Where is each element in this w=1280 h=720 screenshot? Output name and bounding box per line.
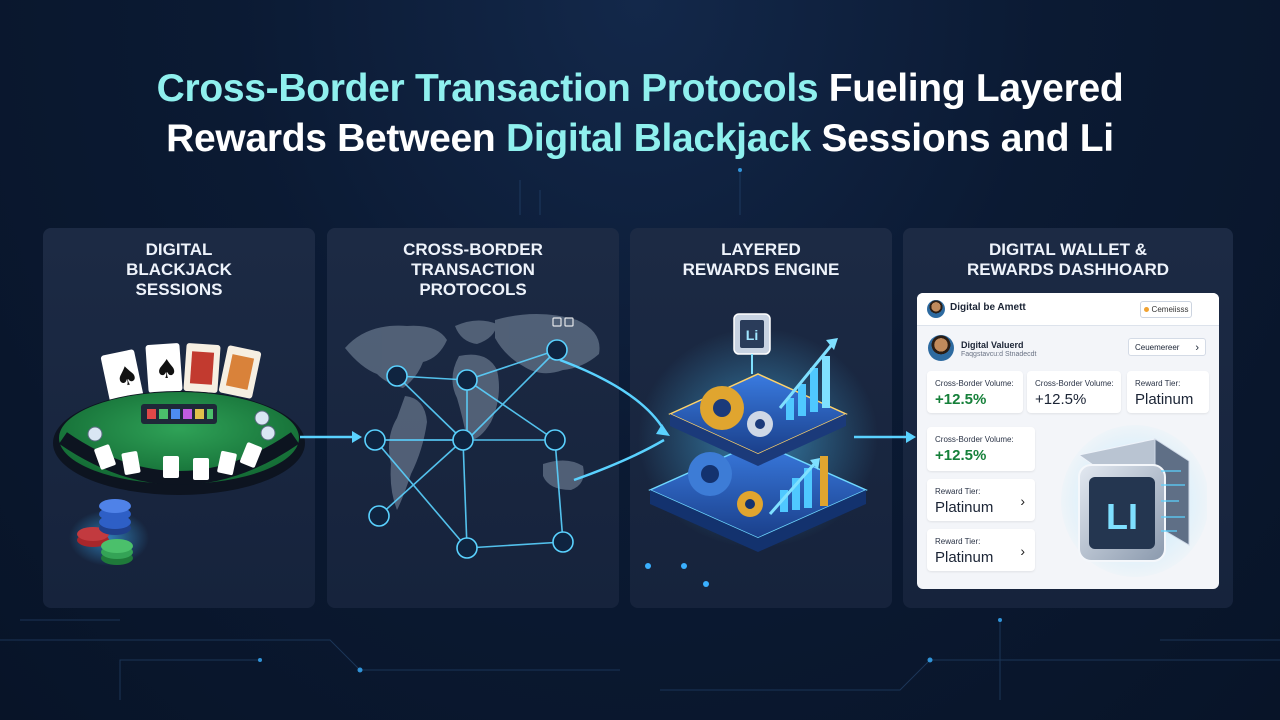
title-segment: Fueling Layered — [818, 67, 1124, 110]
chevron-right-icon: › — [1020, 493, 1025, 509]
panel-blackjack-sessions: DIGITAL BLACKJACK SESSIONS ♠ ♠ — [43, 228, 315, 608]
world-network-illustration — [345, 314, 600, 559]
stat-label: Reward Tier: — [935, 487, 981, 496]
chip-stacks — [77, 499, 133, 565]
dashboard-header-title: Digital be Amett — [950, 302, 1026, 313]
stat-label: Cross-Border Volume: — [935, 379, 1014, 388]
li-cube-icon: LI — [1061, 425, 1207, 577]
panel-title-line: TRANSACTION — [411, 260, 535, 279]
svg-text:♠: ♠ — [155, 355, 178, 385]
stat-card-reward-tier: Reward Tier: Platinum — [1127, 371, 1209, 413]
account-dropdown[interactable]: Ceuemereer › — [1128, 338, 1206, 356]
panel-title-line: PROTOCOLS — [419, 280, 527, 299]
panel-title-line: REWARDS DASHHOARD — [966, 260, 1170, 279]
stat-card-volume: Cross-Border Volume: +12.5% — [927, 371, 1023, 413]
title-segment: Cross-Border Transaction Protocols — [156, 67, 819, 110]
panel-layered-rewards-engine: LAYERED REWARDS ENGINE — [630, 228, 892, 608]
stat-card-volume: Cross-Border Volume: +12.5% — [927, 427, 1035, 471]
panel-title-line: CROSS-BORDER — [403, 240, 543, 259]
engine-cube-label: Li — [746, 327, 758, 343]
user-name: Digital Valuerd — [961, 340, 1024, 350]
stat-value: Platinum — [1135, 391, 1194, 408]
title-segment: Sessions and Li — [810, 117, 1114, 160]
user-subtitle: Faqgstavcu:d Stnadecdt — [961, 351, 1037, 358]
title-segment: Digital Blackjack — [505, 117, 811, 160]
reward-tier-row[interactable]: Reward Tier: Platinum › — [927, 479, 1035, 521]
blackjack-table-illustration: ♠ ♠ — [53, 343, 305, 566]
reward-tier-row[interactable]: Reward Tier: Platinum › — [927, 529, 1035, 571]
stat-value: +12.5% — [935, 447, 987, 464]
page-title: Cross-Border Transaction Protocols Fueli… — [0, 64, 1280, 164]
svg-text:♠: ♠ — [112, 360, 141, 394]
panel-title: DIGITAL BLACKJACK SESSIONS — [43, 240, 315, 300]
panel-cross-border-protocols: CROSS-BORDER TRANSACTION PROTOCOLS — [327, 228, 619, 608]
panel-title-line: REWARDS ENGINE — [682, 260, 840, 279]
stat-value: Platinum — [935, 499, 994, 516]
avatar — [927, 300, 945, 318]
panel-title-line: SESSIONS — [135, 280, 223, 299]
chevron-right-icon: › — [1020, 543, 1025, 559]
title-line-2: Rewards Between Digital Blackjack Sessio… — [0, 114, 1280, 164]
stat-label: Cross-Border Volume: — [1035, 379, 1114, 388]
growth-bars — [780, 356, 830, 512]
coin-icon — [1143, 307, 1149, 313]
stat-value: Platinum — [935, 549, 994, 566]
panel-title: DIGITAL WALLET & REWARDS DASHHOARD — [903, 240, 1233, 280]
rewards-engine-illustration: Li — [638, 313, 878, 552]
panel-title-line: DIGITAL — [145, 240, 213, 259]
stat-value: +12.5% — [1035, 391, 1087, 408]
stat-label: Cross-Border Volume: — [935, 435, 1014, 444]
title-segment: Rewards Between — [166, 117, 506, 160]
panel-title-line: BLACKJACK — [126, 260, 232, 279]
dashboard-header: Digital be Amett Cemeiisss — [917, 293, 1219, 326]
header-button-label: Cemeiisss — [1151, 305, 1189, 314]
panel-title: LAYERED REWARDS ENGINE — [630, 240, 892, 280]
title-line-1: Cross-Border Transaction Protocols Fueli… — [0, 64, 1280, 114]
chevron-right-icon: › — [1195, 342, 1199, 354]
user-avatar — [928, 335, 954, 361]
stat-card-volume: Cross-Border Volume: +12.5% — [1027, 371, 1121, 413]
wallet-cube-label: LI — [1106, 496, 1138, 537]
wallet-dashboard-mockup: Digital be Amett Cemeiisss Digital Value… — [917, 293, 1219, 589]
stat-label: Reward Tier: — [1135, 379, 1181, 388]
panel-title-line: DIGITAL WALLET & — [988, 240, 1148, 259]
playing-cards: ♠ ♠ — [100, 343, 262, 403]
gear-icon — [688, 386, 773, 517]
panel-title: CROSS-BORDER TRANSACTION PROTOCOLS — [327, 240, 619, 300]
stat-value: +12.5% — [935, 391, 987, 408]
stat-label: Reward Tier: — [935, 537, 981, 546]
network-nodes — [364, 339, 574, 559]
header-button[interactable]: Cemeiisss — [1140, 301, 1192, 318]
panel-title-line: LAYERED — [721, 240, 801, 259]
dropdown-value: Ceuemereer — [1135, 343, 1180, 352]
world-map-icon — [345, 314, 600, 510]
